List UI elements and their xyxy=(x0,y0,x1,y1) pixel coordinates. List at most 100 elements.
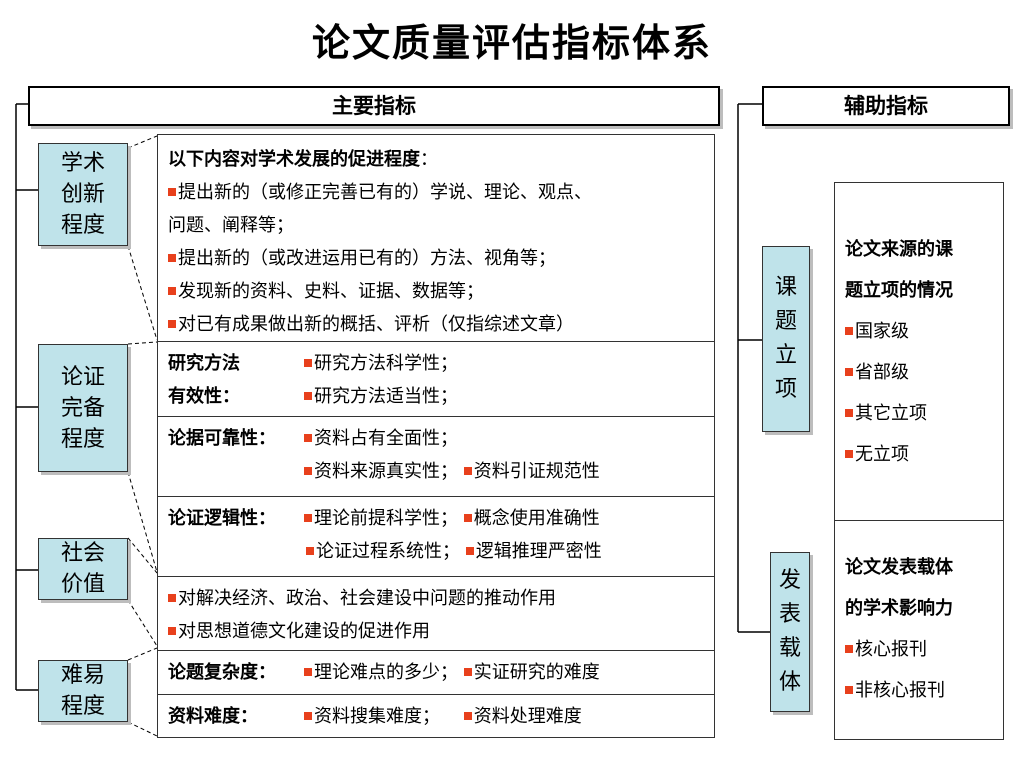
innovation-item: 提出新的（或改进运用已有的）方法、视角等； xyxy=(178,248,556,269)
category-line: 程度 xyxy=(60,426,105,452)
category-char: 体 xyxy=(778,670,801,695)
material-cell: 资料难度： 资料搜集难度； 资料处理难度 xyxy=(158,695,714,737)
project-heading: 题立项的情况 xyxy=(845,280,953,301)
aux-indicators-header: 辅助指标 xyxy=(762,86,1010,126)
bullet-icon xyxy=(845,686,853,694)
bullet-icon xyxy=(463,514,472,522)
evidence-item: 资料来源真实性； xyxy=(314,461,458,482)
social-item: 对解决经济、政治、社会建设中问题的推动作用 xyxy=(178,588,556,609)
bullet-icon xyxy=(845,409,853,417)
bullet-icon xyxy=(304,359,312,367)
category-char: 表 xyxy=(778,602,801,627)
category-char: 立 xyxy=(774,343,797,368)
category-line: 程度 xyxy=(60,694,105,719)
topic-label: 论题复杂度： xyxy=(168,662,276,683)
category-argument-completeness: 论证 完备 程度 xyxy=(38,344,128,472)
bullet-icon xyxy=(845,450,853,458)
category-char: 题 xyxy=(774,309,797,334)
topic-cell: 论题复杂度： 理论难点的多少； 实证研究的难度 xyxy=(158,651,714,695)
bullet-icon xyxy=(168,320,176,328)
method-label: 有效性： xyxy=(168,386,240,407)
aux-criteria-table: 论文来源的课 题立项的情况 国家级 省部级 其它立项 无立项 论文发表载体 的学… xyxy=(834,182,1004,740)
category-difficulty: 难易 程度 xyxy=(38,660,128,722)
innovation-item: 对已有成果做出新的概括、评析（仅指综述文章） xyxy=(178,314,574,335)
category-project-source: 课 题 立 项 xyxy=(762,246,810,432)
category-social-value: 社会 价值 xyxy=(38,538,128,600)
logic-item: 逻辑推理严密性 xyxy=(475,541,602,562)
project-item: 无立项 xyxy=(855,444,909,465)
evidence-item: 资料引证规范性 xyxy=(473,461,600,482)
material-label: 资料难度： xyxy=(168,706,258,727)
publication-heading: 论文发表载体 xyxy=(845,557,953,578)
evidence-item: 资料占有全面性； xyxy=(314,428,458,449)
publication-item: 核心报刊 xyxy=(855,639,927,660)
innovation-heading: 以下内容对学术发展的促进程度 xyxy=(168,149,420,170)
project-cell: 论文来源的课 题立项的情况 国家级 省部级 其它立项 无立项 xyxy=(835,183,1003,521)
publication-item: 非核心报刊 xyxy=(855,680,945,701)
project-heading: 论文来源的课 xyxy=(845,239,953,260)
bullet-icon xyxy=(168,254,176,262)
method-item: 研究方法适当性； xyxy=(314,386,458,407)
bullet-icon xyxy=(168,594,176,602)
innovation-item: 问题、阐释等； xyxy=(168,215,294,236)
logic-item: 论证过程系统性； xyxy=(316,541,460,562)
bullet-icon xyxy=(304,514,312,522)
bullet-icon xyxy=(463,467,472,475)
category-line: 完备 xyxy=(60,395,105,421)
topic-item: 理论难点的多少； xyxy=(314,662,458,683)
bullet-icon xyxy=(168,188,176,196)
category-char: 发 xyxy=(778,568,801,593)
category-char: 载 xyxy=(778,636,801,661)
category-char: 课 xyxy=(774,275,797,300)
bullet-icon xyxy=(304,392,312,400)
project-item: 国家级 xyxy=(855,321,909,342)
category-line: 创新 xyxy=(60,182,105,207)
bullet-icon xyxy=(304,668,312,676)
innovation-cell: 以下内容对学术发展的促进程度： 提出新的（或修正完善已有的）学说、理论、观点、 … xyxy=(158,135,714,342)
social-cell: 对解决经济、政治、社会建设中问题的推动作用 对思想道德文化建设的促进作用 xyxy=(158,577,714,651)
diagram-title: 论文质量评估指标体系 xyxy=(311,21,712,65)
category-line: 论证 xyxy=(60,364,105,390)
logic-label: 论证逻辑性： xyxy=(168,508,276,529)
topic-item: 实证研究的难度 xyxy=(473,662,600,683)
bullet-icon xyxy=(304,467,312,475)
category-line: 价值 xyxy=(60,572,105,597)
bullet-icon xyxy=(304,712,312,720)
bullet-icon xyxy=(845,368,853,376)
publication-heading: 的学术影响力 xyxy=(845,598,953,619)
evidence-label: 论据可靠性： xyxy=(168,428,276,449)
category-line: 学术 xyxy=(60,151,105,176)
innovation-item: 提出新的（或修正完善已有的）学说、理论、观点、 xyxy=(178,182,592,203)
bullet-icon xyxy=(465,547,474,555)
bullet-icon xyxy=(463,712,472,720)
main-criteria-table: 以下内容对学术发展的促进程度： 提出新的（或修正完善已有的）学说、理论、观点、 … xyxy=(157,134,715,738)
bullet-icon xyxy=(304,434,312,442)
material-item: 资料搜集难度； xyxy=(314,706,440,727)
evidence-cell: 论据可靠性： 资料占有全面性； 资料来源真实性； 资料引证规范性 xyxy=(158,417,714,497)
bullet-icon xyxy=(168,627,176,635)
bullet-icon xyxy=(306,547,314,555)
publication-cell: 论文发表载体 的学术影响力 核心报刊 非核心报刊 xyxy=(835,521,1003,713)
main-indicators-header: 主要指标 xyxy=(28,86,720,126)
bullet-icon xyxy=(168,287,176,295)
bullet-icon xyxy=(845,645,853,653)
category-line: 社会 xyxy=(60,541,105,566)
method-item: 研究方法科学性； xyxy=(314,353,458,374)
category-char: 项 xyxy=(774,377,797,402)
material-item: 资料处理难度 xyxy=(473,706,582,727)
category-publication-venue: 发 表 载 体 xyxy=(770,552,810,712)
category-line: 难易 xyxy=(60,663,105,688)
project-item: 省部级 xyxy=(855,362,909,383)
method-cell: 研究方法 研究方法科学性； 有效性： 研究方法适当性； xyxy=(158,342,714,417)
bullet-icon xyxy=(463,668,472,676)
logic-cell: 论证逻辑性： 理论前提科学性； 概念使用准确性 论证过程系统性； 逻辑推理严密性 xyxy=(158,497,714,577)
category-academic-innovation: 学术 创新 程度 xyxy=(38,143,128,246)
method-label: 研究方法 xyxy=(168,353,240,374)
category-line: 程度 xyxy=(60,213,105,238)
project-item: 其它立项 xyxy=(855,403,927,424)
logic-item: 理论前提科学性； xyxy=(314,508,458,529)
innovation-heading-colon: ： xyxy=(420,149,438,170)
logic-item: 概念使用准确性 xyxy=(473,508,600,529)
bullet-icon xyxy=(845,327,853,335)
